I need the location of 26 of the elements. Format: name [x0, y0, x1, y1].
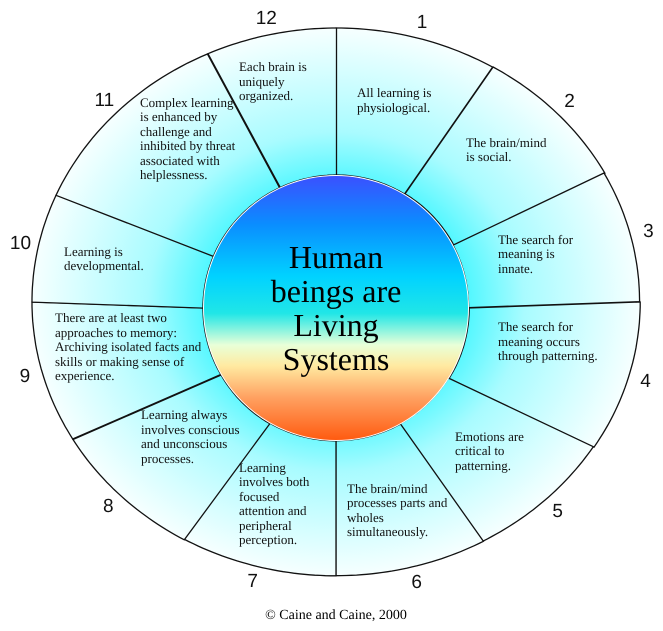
segment-text: The brain/mind is social.	[466, 136, 548, 165]
segment-number: 11	[94, 90, 114, 112]
segment-number: 12	[256, 8, 277, 30]
segment-text: Complex learning is enhanced by challenge and inhibited by threat associated with helplessness.	[140, 96, 236, 183]
segment-text: The search for meaning is innate.	[498, 232, 574, 276]
segment-number: 10	[10, 233, 32, 256]
segment-text: There are at least two approaches to memory: Archiving isolated facts and skills or making sense of experience.	[55, 311, 202, 384]
segment-text: Learning involves both focused attention and peripheral perception.	[239, 460, 310, 548]
segment-text: The search for meaning occurs through patterning.	[498, 320, 598, 364]
segment-number: 3	[643, 220, 654, 243]
center-title: Human beings are Living Systems	[270, 240, 402, 376]
segment-text: All learning is physiological.	[357, 86, 432, 115]
segment-text: Emotions are critical to patterning.	[454, 430, 525, 474]
segment-number: 4	[640, 370, 651, 393]
segment-text: Learning is developmental.	[64, 244, 145, 274]
segment-number: 6	[411, 572, 422, 594]
caption: © Caine and Caine, 2000	[265, 608, 407, 624]
segment-text: The brain/mind processes parts and wholes simultaneously.	[347, 482, 448, 540]
segment-number: 7	[247, 571, 258, 594]
segment-number: 2	[564, 91, 575, 114]
segment-number: 5	[552, 501, 563, 524]
segment-number: 9	[20, 366, 30, 388]
segment-text: Learning always involves conscious and unconscious processes.	[140, 408, 240, 466]
segment-number: 1	[416, 12, 428, 34]
segment-text: Each brain is uniquely organized.	[238, 60, 308, 104]
segment-number: 8	[103, 496, 114, 518]
